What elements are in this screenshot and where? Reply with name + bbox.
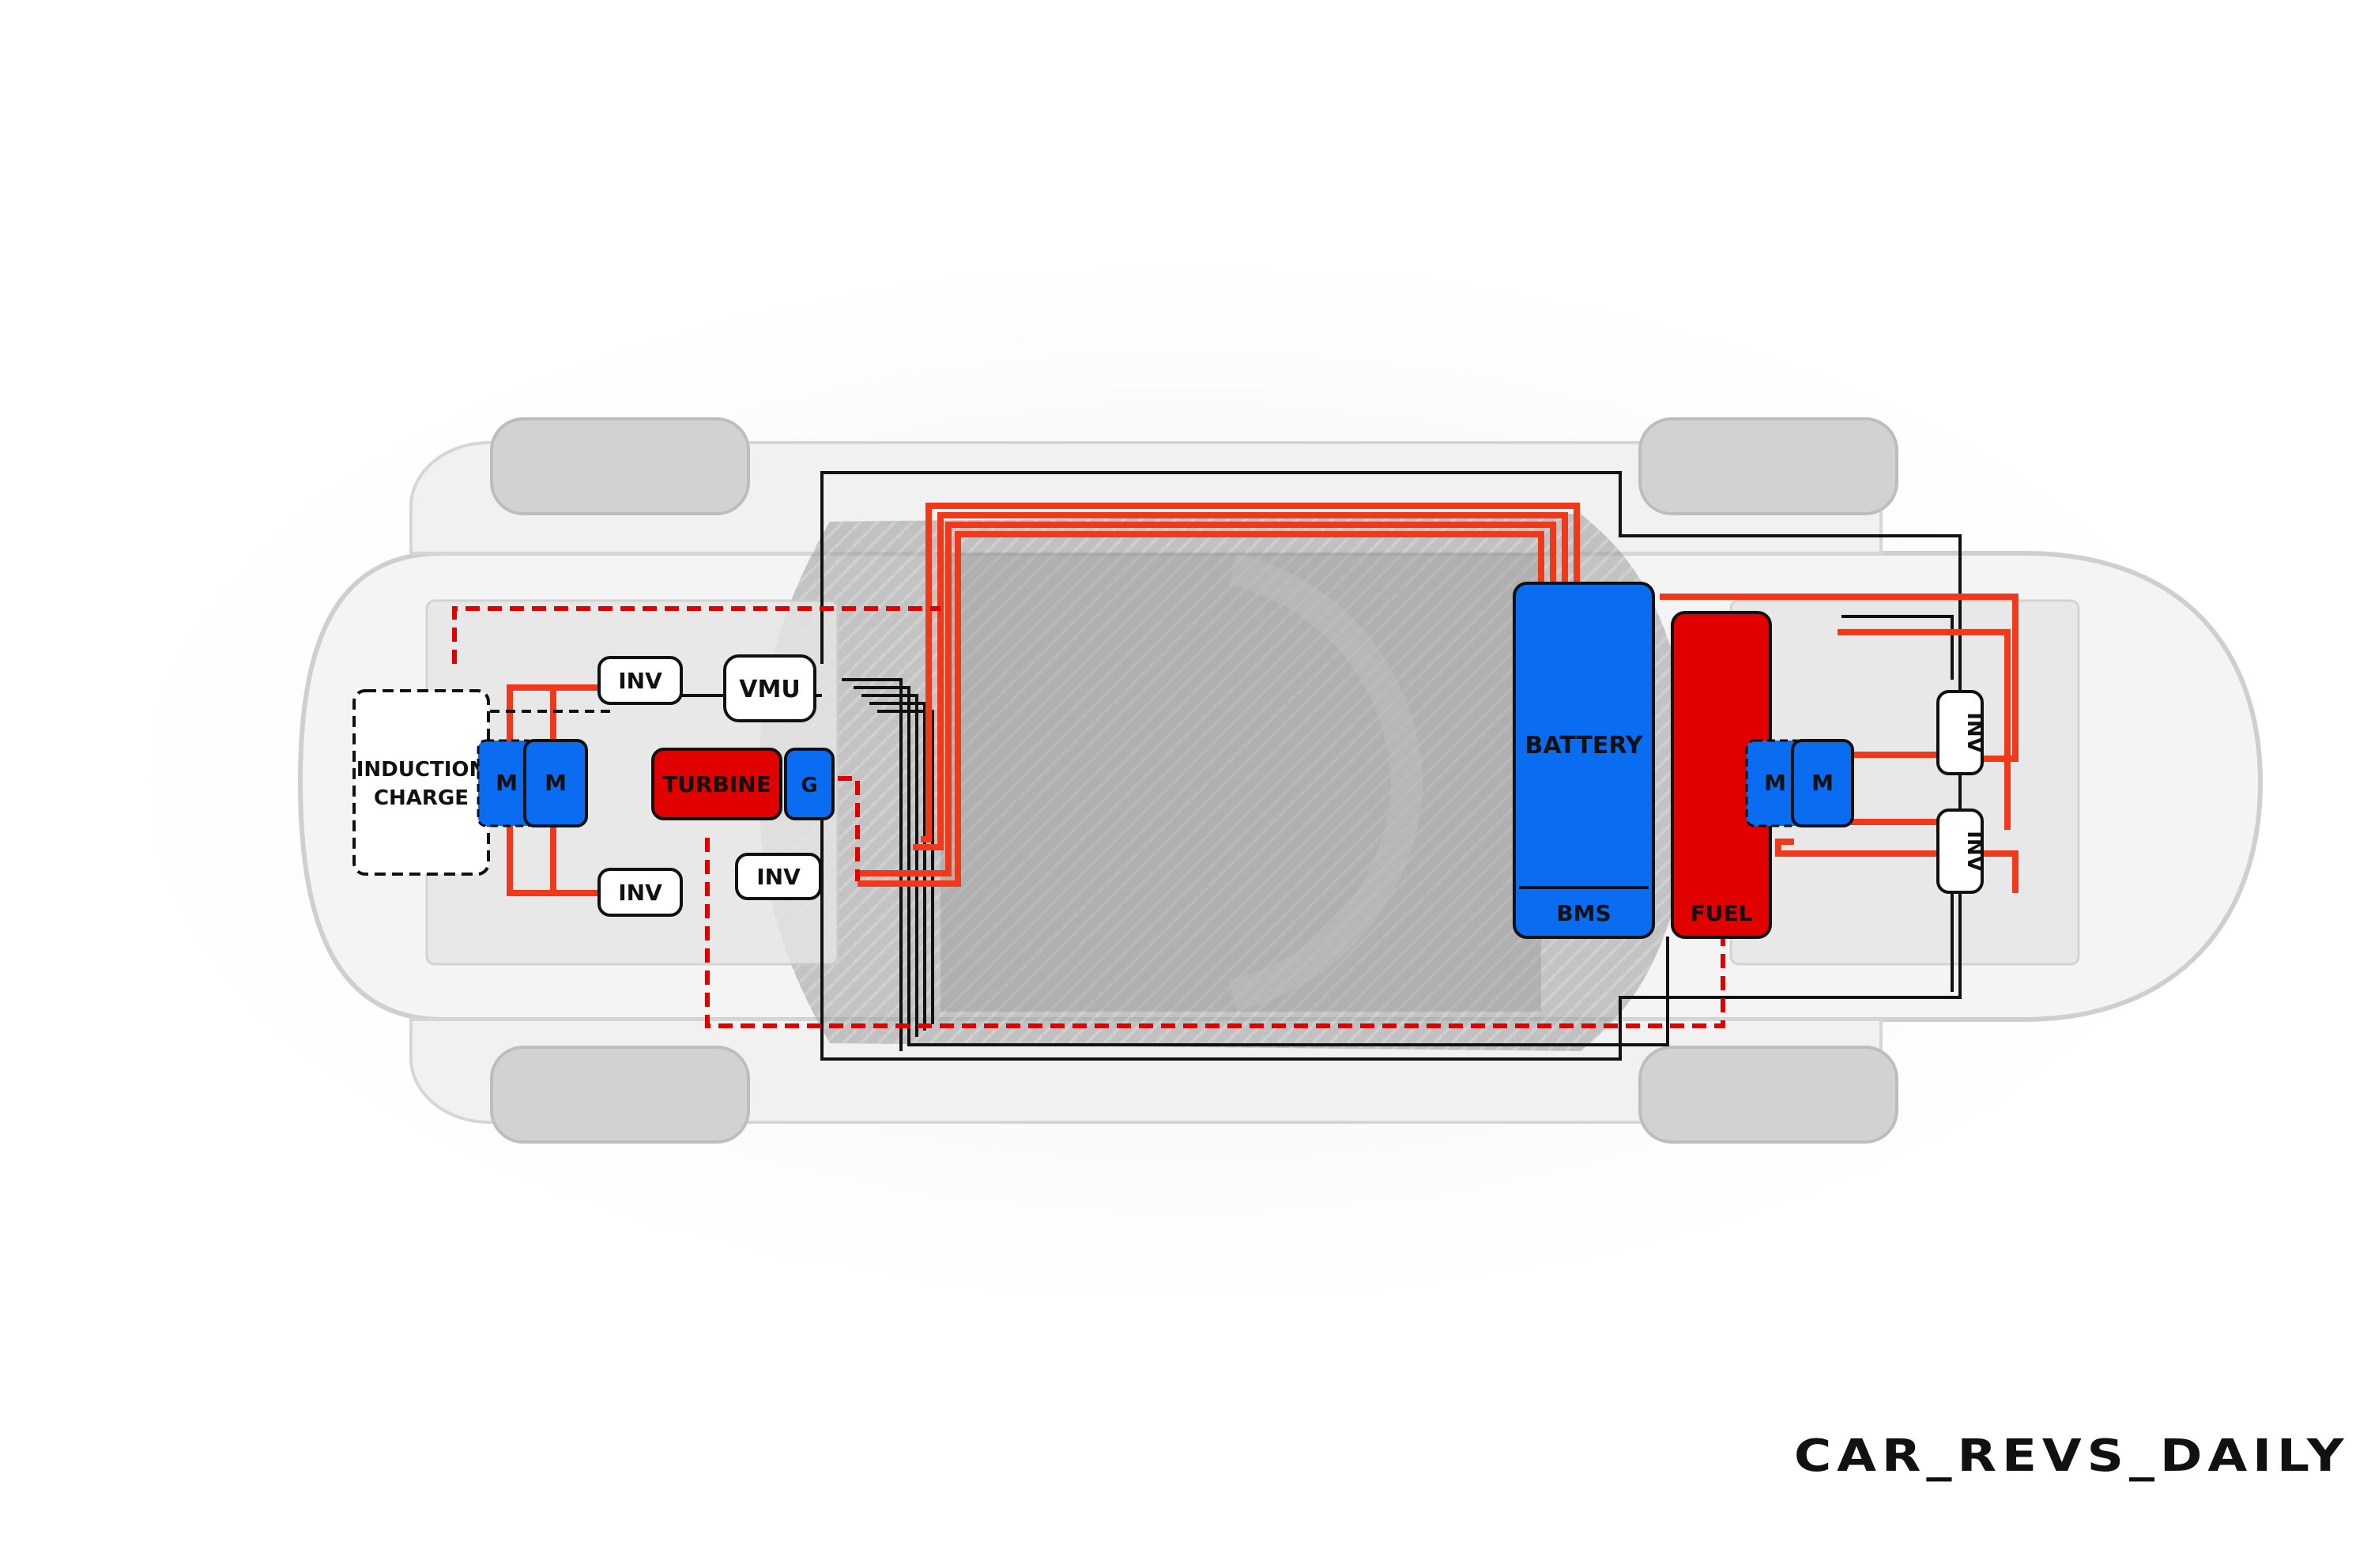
rear-motor-a-label: M [1764, 770, 1786, 796]
fuel-tank-block: FUEL [1671, 611, 1772, 939]
wheels [490, 417, 1898, 1144]
rear-inverter-bottom: INV [1936, 808, 1986, 894]
induction-charge-block: INDUCTION CHARGE [352, 689, 490, 876]
vmu-label: VMU [739, 676, 800, 703]
generator-inv-label: INV [756, 864, 801, 890]
fuel-label: FUEL [1691, 900, 1753, 926]
induction-label-1: INDUCTION [356, 758, 486, 782]
watermark-logo: CAR_REVS_DAILY [1794, 1430, 2350, 1482]
rear-motor-b-label: M [1811, 770, 1834, 796]
rear-motor-pair: M M [1745, 739, 1854, 827]
front-inv-top-label: INV [618, 668, 662, 694]
carbon-chassis [759, 514, 1699, 1051]
front-motor-a-label: M [496, 770, 518, 796]
battery-block: BATTERY BMS [1513, 582, 1655, 939]
wheel-rear-left [1638, 417, 1898, 515]
turbine-block: TURBINE [651, 748, 782, 820]
bms-label: BMS [1556, 900, 1611, 926]
vmu-block: VMU [723, 654, 816, 722]
wheel-rear-right [1638, 1046, 1898, 1144]
front-inv-bottom-label: INV [618, 880, 662, 906]
wheel-front-left [490, 417, 750, 515]
generator-label: G [801, 774, 817, 797]
fuel-lines [452, 606, 1725, 1028]
rear-inv-top-label: INV [1962, 712, 1986, 753]
turbine-label: TURBINE [662, 771, 771, 797]
generator-block: G [784, 748, 835, 820]
induction-label-2: CHARGE [374, 786, 469, 810]
rear-inverter-top: INV [1936, 690, 1986, 775]
rear-inv-bottom-label: INV [1962, 831, 1986, 872]
front-motor-b-label: M [545, 770, 567, 796]
front-inverter-top: INV [597, 656, 683, 705]
wheel-front-right [490, 1046, 750, 1144]
generator-inverter: INV [735, 853, 822, 900]
power-lines [507, 503, 2019, 896]
battery-label: BATTERY [1525, 732, 1643, 760]
front-motor-pair: M M [477, 739, 588, 827]
front-inverter-bottom: INV [597, 868, 683, 917]
